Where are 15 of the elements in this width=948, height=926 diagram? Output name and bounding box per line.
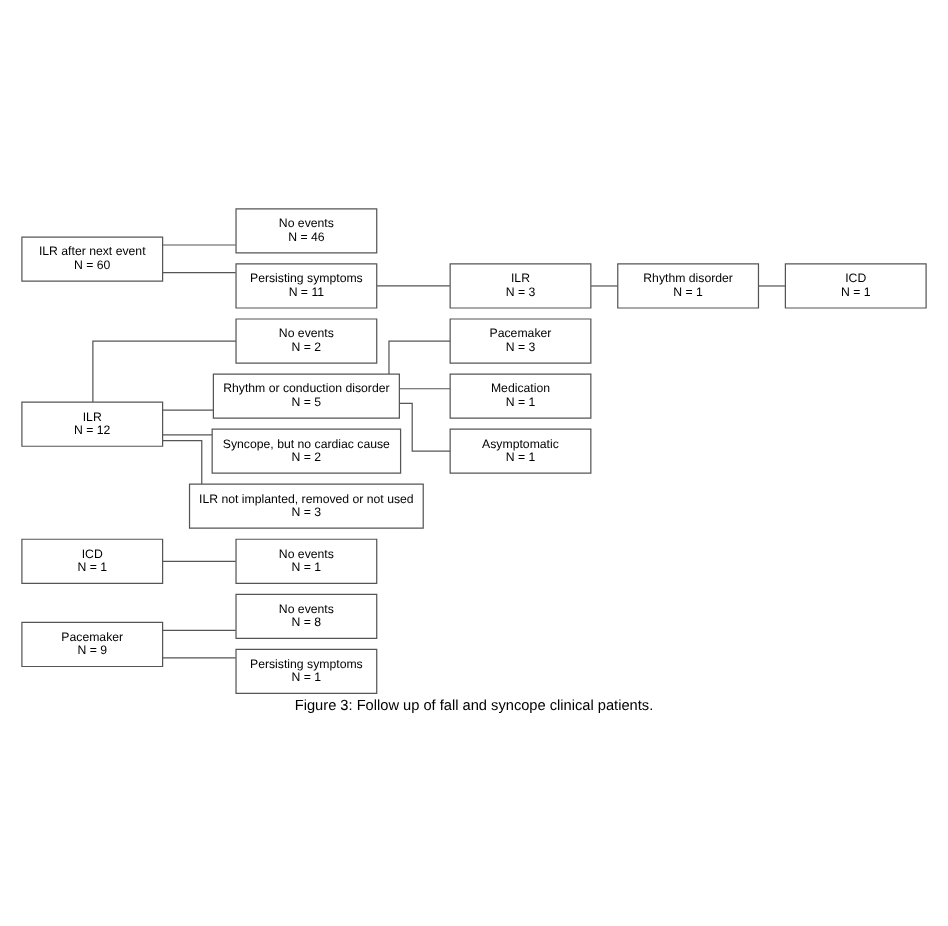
connector [758, 284, 786, 286]
connector [162, 433, 213, 435]
connector [162, 243, 237, 245]
connector [376, 284, 451, 286]
connector [162, 559, 237, 561]
connector [162, 270, 237, 273]
connector [162, 438, 203, 484]
connector [399, 401, 451, 451]
connector [388, 339, 451, 374]
connector [162, 408, 214, 410]
connector [92, 339, 237, 402]
connector [162, 628, 237, 630]
connector [399, 387, 451, 389]
connector [162, 656, 237, 658]
connector [590, 284, 619, 286]
